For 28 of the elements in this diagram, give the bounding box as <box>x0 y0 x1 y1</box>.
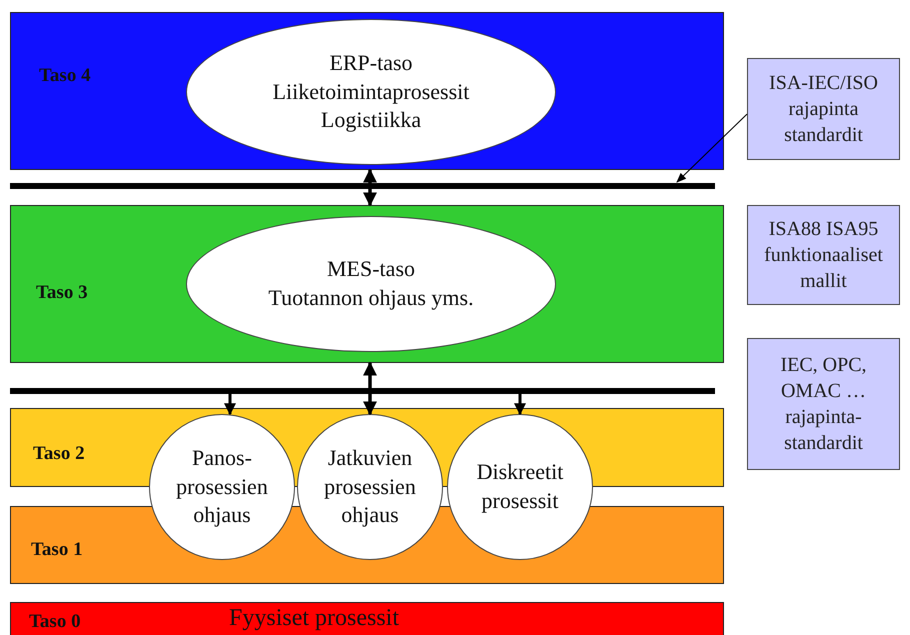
level-label: Taso 2 <box>33 443 85 465</box>
level-label: Taso 0 <box>29 611 81 633</box>
arrow <box>363 362 377 416</box>
bus-bar <box>10 183 715 189</box>
process-label: Panos- prosessien ohjaus <box>175 444 269 530</box>
level-label: Taso 1 <box>31 539 83 561</box>
standards-box <box>747 205 900 305</box>
process-label: Jatkuvien prosessien ohjaus <box>323 444 417 530</box>
process-label: Diskreetit prosessit <box>476 458 564 515</box>
level-band <box>10 205 724 363</box>
arrow <box>514 394 526 416</box>
leader-line <box>676 114 748 183</box>
level-label: Taso 4 <box>39 65 91 87</box>
process-label: ERP-taso Liiketoimintaprosessit Logistiikka <box>272 49 470 134</box>
level-label: Taso 3 <box>36 282 88 304</box>
standards-box <box>747 58 900 160</box>
bus-bar <box>10 388 715 394</box>
standards-text: ISA-IEC/ISO rajapinta standardit <box>768 71 879 148</box>
arrow <box>224 394 236 416</box>
process-label: Tuotannon ohjaus yms. <box>267 284 475 312</box>
level-band <box>10 12 724 170</box>
standards-box <box>747 338 900 470</box>
level-band <box>10 602 724 635</box>
process-label: MES-taso <box>326 255 416 284</box>
arrow <box>363 168 377 206</box>
standards-text: ISA88 ISA95 funktionaaliset mallit <box>763 217 884 294</box>
standards-text: IEC, OPC, OMAC … rajapinta- standardit <box>779 353 868 456</box>
process-label: Fyysiset prosessit <box>229 605 400 632</box>
